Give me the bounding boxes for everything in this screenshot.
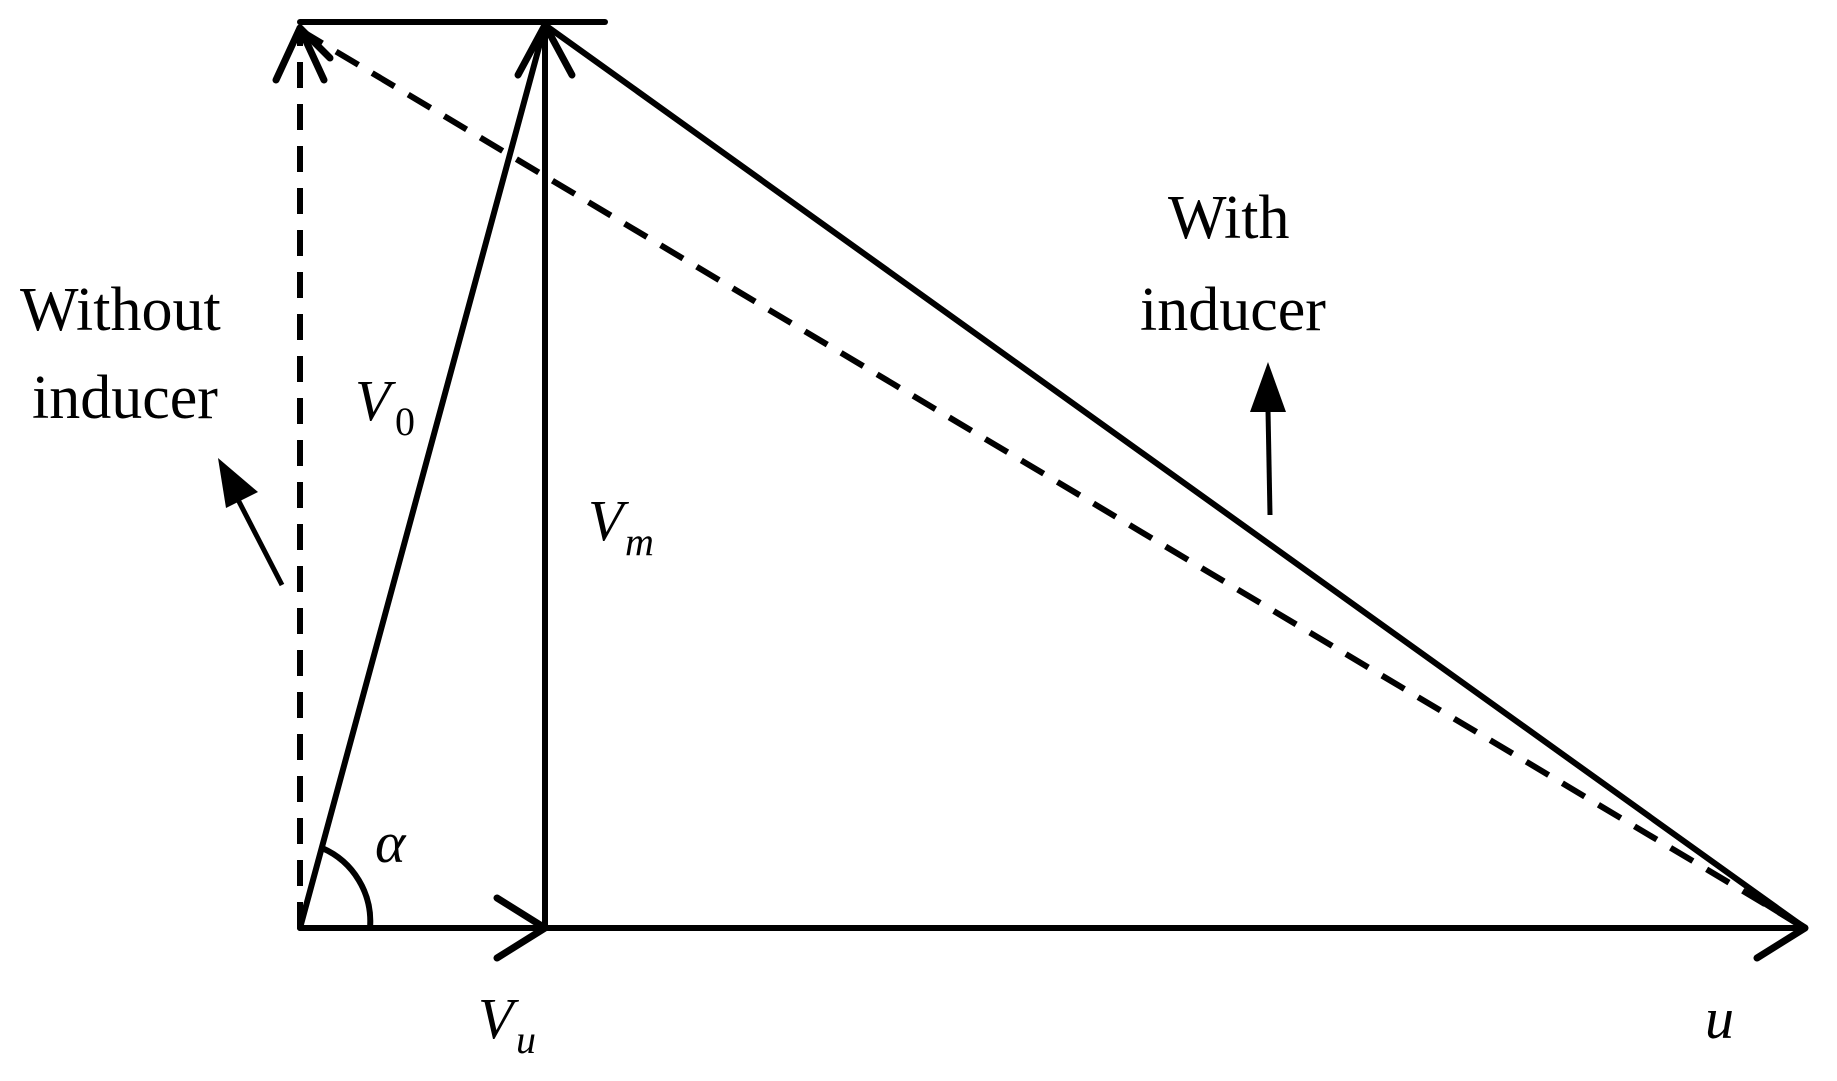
svg-text:V: V [588,488,630,553]
label-vu: V u [478,986,536,1062]
arrowhead-v0-top [514,21,576,79]
relative-velocity-with-inducer [542,22,1808,931]
label-alpha: α [375,810,407,875]
pointer-arrow-without-inducer [218,458,285,587]
label-v0: V 0 [355,368,415,444]
svg-text:0: 0 [395,399,415,444]
svg-text:u: u [516,1017,536,1062]
arrowhead-vu [493,894,549,962]
pointer-arrow-with-inducer [1250,362,1286,516]
svg-text:V: V [355,368,397,433]
label-vm: V m [588,488,654,564]
label-without-inducer-line1: Without [20,276,221,344]
svg-text:m: m [625,519,654,564]
angle-alpha-arc [319,845,374,931]
label-u: u [1705,986,1734,1051]
label-with-inducer-line2: inducer [1140,276,1326,344]
vector-v0 [297,22,548,931]
label-with-inducer-line1: With [1168,184,1290,252]
label-without-inducer-line2: inducer [32,364,218,432]
arrowhead-u [1753,894,1809,962]
svg-text:V: V [478,986,520,1051]
dashed-hypotenuse-without-inducer [298,27,1807,931]
